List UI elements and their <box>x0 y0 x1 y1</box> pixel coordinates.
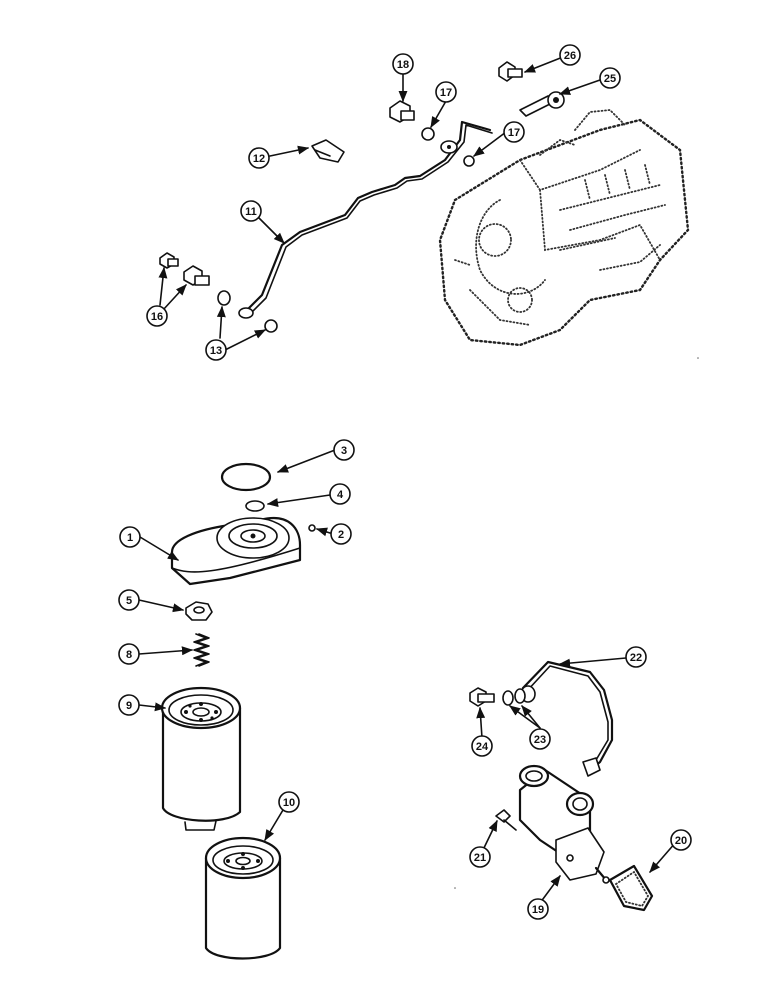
stray-dot <box>454 887 456 889</box>
fuel-filter-part-10 <box>204 836 282 960</box>
svg-text:19: 19 <box>532 904 544 916</box>
svg-text:23: 23 <box>534 734 546 746</box>
callout-4: 4 <box>329 483 351 505</box>
svg-text:1: 1 <box>127 532 133 544</box>
callout-8: 8 <box>118 643 140 665</box>
filter-head-part-1 <box>170 517 302 586</box>
bracket-part-12 <box>311 139 345 163</box>
svg-text:17: 17 <box>508 127 520 139</box>
bolt-part-26 <box>498 61 523 82</box>
washer-part-17-upper <box>421 127 435 141</box>
washer-part-23-left <box>502 690 514 706</box>
svg-text:20: 20 <box>675 835 687 847</box>
callout-17-upper: 17 <box>435 81 457 103</box>
svg-text:12: 12 <box>253 153 265 165</box>
callout-19: 19 <box>527 898 549 920</box>
washer-part-13-lower <box>264 319 278 333</box>
gasket-part-20 <box>608 864 654 912</box>
callout-5: 5 <box>118 589 140 611</box>
svg-text:11: 11 <box>245 206 257 218</box>
pump-line-part-22 <box>520 660 614 777</box>
washer-part-23-right <box>514 688 526 704</box>
svg-text:4: 4 <box>337 489 344 501</box>
callout-22: 22 <box>625 646 647 668</box>
banjo-bolt-part-24 <box>469 687 495 707</box>
callout-13: 13 <box>205 339 227 361</box>
callout-3: 3 <box>333 439 355 461</box>
washer-part-13-upper <box>217 290 231 306</box>
callout-9: 9 <box>118 694 140 716</box>
svg-text:24: 24 <box>476 741 489 753</box>
callout-25: 25 <box>599 67 621 89</box>
callout-26: 26 <box>559 44 581 66</box>
callout-1: 1 <box>119 526 141 548</box>
fuel-filter-part-9 <box>160 686 242 831</box>
svg-text:26: 26 <box>564 50 576 62</box>
stray-dot <box>697 357 699 359</box>
svg-text:13: 13 <box>210 345 222 357</box>
spring-part-8 <box>193 633 210 667</box>
svg-text:5: 5 <box>126 595 132 607</box>
svg-text:2: 2 <box>338 529 344 541</box>
callout-2: 2 <box>330 523 352 545</box>
callout-11: 11 <box>240 200 262 222</box>
banjo-bolt-part-18 <box>389 100 415 123</box>
o-ring-part-3 <box>220 462 272 492</box>
callout-16: 16 <box>146 305 168 327</box>
svg-text:17: 17 <box>440 87 452 99</box>
svg-text:21: 21 <box>474 852 486 864</box>
svg-text:10: 10 <box>283 797 295 809</box>
callout-21: 21 <box>469 846 491 868</box>
seal-ring-part-4 <box>245 500 265 512</box>
screw-part-21 <box>495 809 517 831</box>
svg-text:16: 16 <box>151 311 163 323</box>
banjo-fitting-part-25 <box>519 91 565 117</box>
callout-24: 24 <box>471 735 493 757</box>
svg-text:18: 18 <box>397 59 409 71</box>
svg-text:25: 25 <box>604 73 616 85</box>
callout-17-lower: 17 <box>503 121 525 143</box>
svg-text:9: 9 <box>126 700 132 712</box>
washer-part-17-lower <box>463 155 475 167</box>
callout-leaders <box>138 54 677 904</box>
callout-10: 10 <box>278 791 300 813</box>
nut-part-5 <box>185 601 213 621</box>
callout-23: 23 <box>529 728 551 750</box>
svg-text:3: 3 <box>341 445 347 457</box>
engine-block-illustration <box>438 109 690 347</box>
plug-part-2 <box>308 524 316 532</box>
svg-text:8: 8 <box>126 649 132 661</box>
callout-20: 20 <box>670 829 692 851</box>
callout-12: 12 <box>248 147 270 169</box>
callout-18: 18 <box>392 53 414 75</box>
fuel-lift-pump-part-19 <box>518 764 610 884</box>
svg-text:22: 22 <box>630 652 642 664</box>
bolts-part-16 <box>159 252 210 286</box>
fuel-line-part-11 <box>238 120 493 319</box>
